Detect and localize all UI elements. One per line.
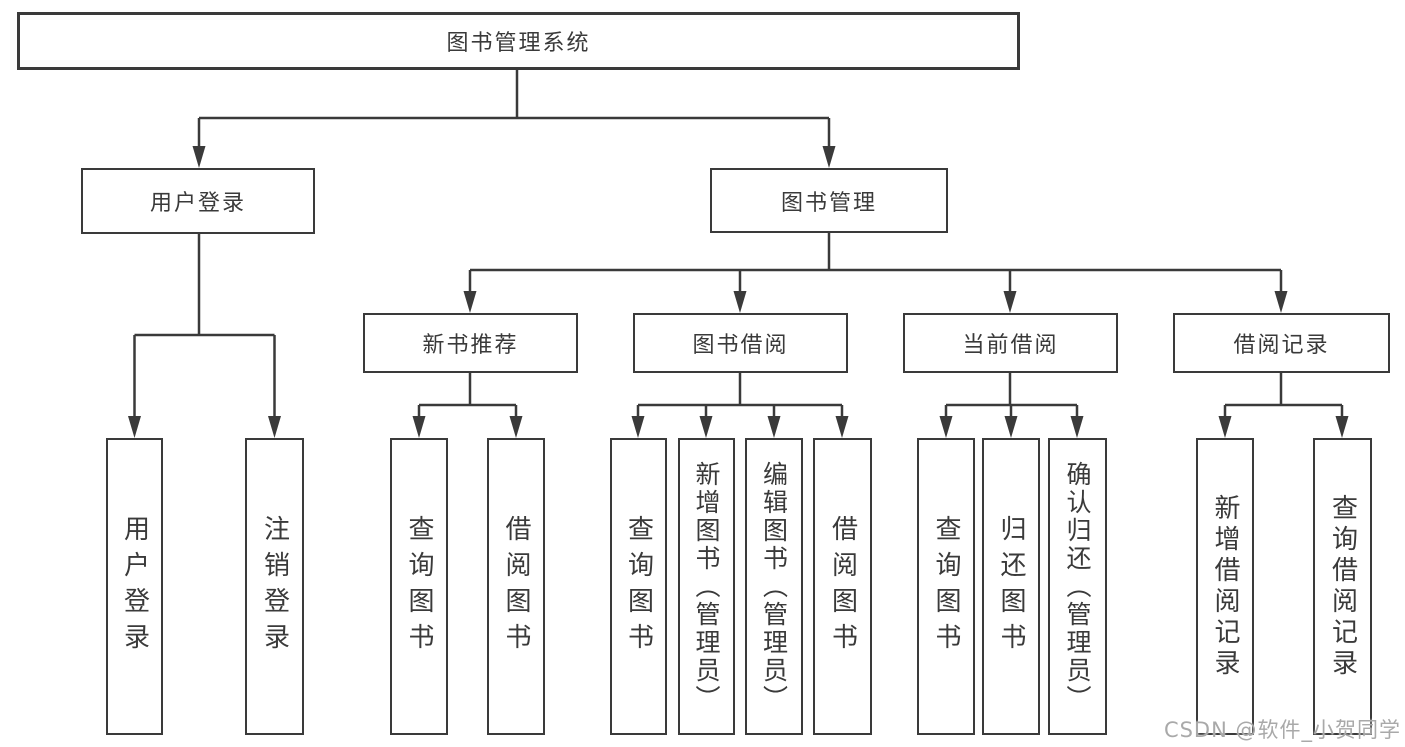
node-label: 编辑图书（管理员） (759, 460, 789, 713)
node-label: 新书推荐 (422, 333, 519, 358)
node-label: 新增图书（管理员） (692, 460, 721, 713)
node-label: 归还图书 (996, 514, 1026, 659)
leaf-query-books-1: 查询图书 (390, 438, 448, 735)
node-label: 图书借阅 (692, 333, 789, 358)
node-label: 借阅图书 (501, 514, 531, 659)
leaf-query-books-2: 查询图书 (610, 438, 667, 735)
node-label: 用户登录 (119, 514, 150, 659)
node-label: 查询图书 (623, 514, 654, 659)
csdn-watermark: CSDN @软件_小贺同学 (1163, 718, 1401, 742)
node-label: 当前借阅 (962, 333, 1059, 358)
leaf-add-borrow-record: 新增借阅记录 (1196, 438, 1254, 735)
node-label: 确认归还（管理员） (1063, 460, 1092, 713)
node-new-book-recommend: 新书推荐 (363, 313, 578, 373)
node-label: 用户登录 (149, 191, 246, 216)
node-library-system: 图书管理系统 (17, 12, 1020, 70)
leaf-return-books: 归还图书 (982, 438, 1040, 735)
node-book-borrowing: 图书借阅 (633, 313, 848, 373)
leaf-user-login: 用户登录 (106, 438, 163, 735)
node-label: 图书管理 (780, 190, 877, 216)
leaf-edit-books-admin: 编辑图书（管理员） (745, 438, 803, 735)
node-book-management: 图书管理 (710, 168, 948, 233)
leaf-add-books-admin: 新增图书（管理员） (678, 438, 735, 735)
node-current-borrowing: 当前借阅 (903, 313, 1118, 373)
node-borrowing-records: 借阅记录 (1173, 313, 1390, 373)
node-label: 查询图书 (931, 514, 961, 659)
node-label: 查询图书 (404, 514, 434, 659)
leaf-borrow-books-1: 借阅图书 (487, 438, 545, 735)
node-label: 新增借阅记录 (1210, 493, 1240, 680)
node-label: 查询借阅记录 (1327, 493, 1358, 680)
node-label: 借阅图书 (827, 514, 858, 659)
leaf-query-books-3: 查询图书 (917, 438, 975, 735)
leaf-confirm-return-admin: 确认归还（管理员） (1048, 438, 1107, 735)
leaf-logout: 注销登录 (245, 438, 304, 735)
node-label: 借阅记录 (1233, 333, 1330, 358)
leaf-query-borrow-record: 查询借阅记录 (1313, 438, 1372, 735)
leaf-borrow-books-2: 借阅图书 (813, 438, 872, 735)
node-label: 注销登录 (259, 514, 290, 659)
node-user-login: 用户登录 (81, 168, 315, 234)
node-label: 图书管理系统 (446, 31, 591, 56)
